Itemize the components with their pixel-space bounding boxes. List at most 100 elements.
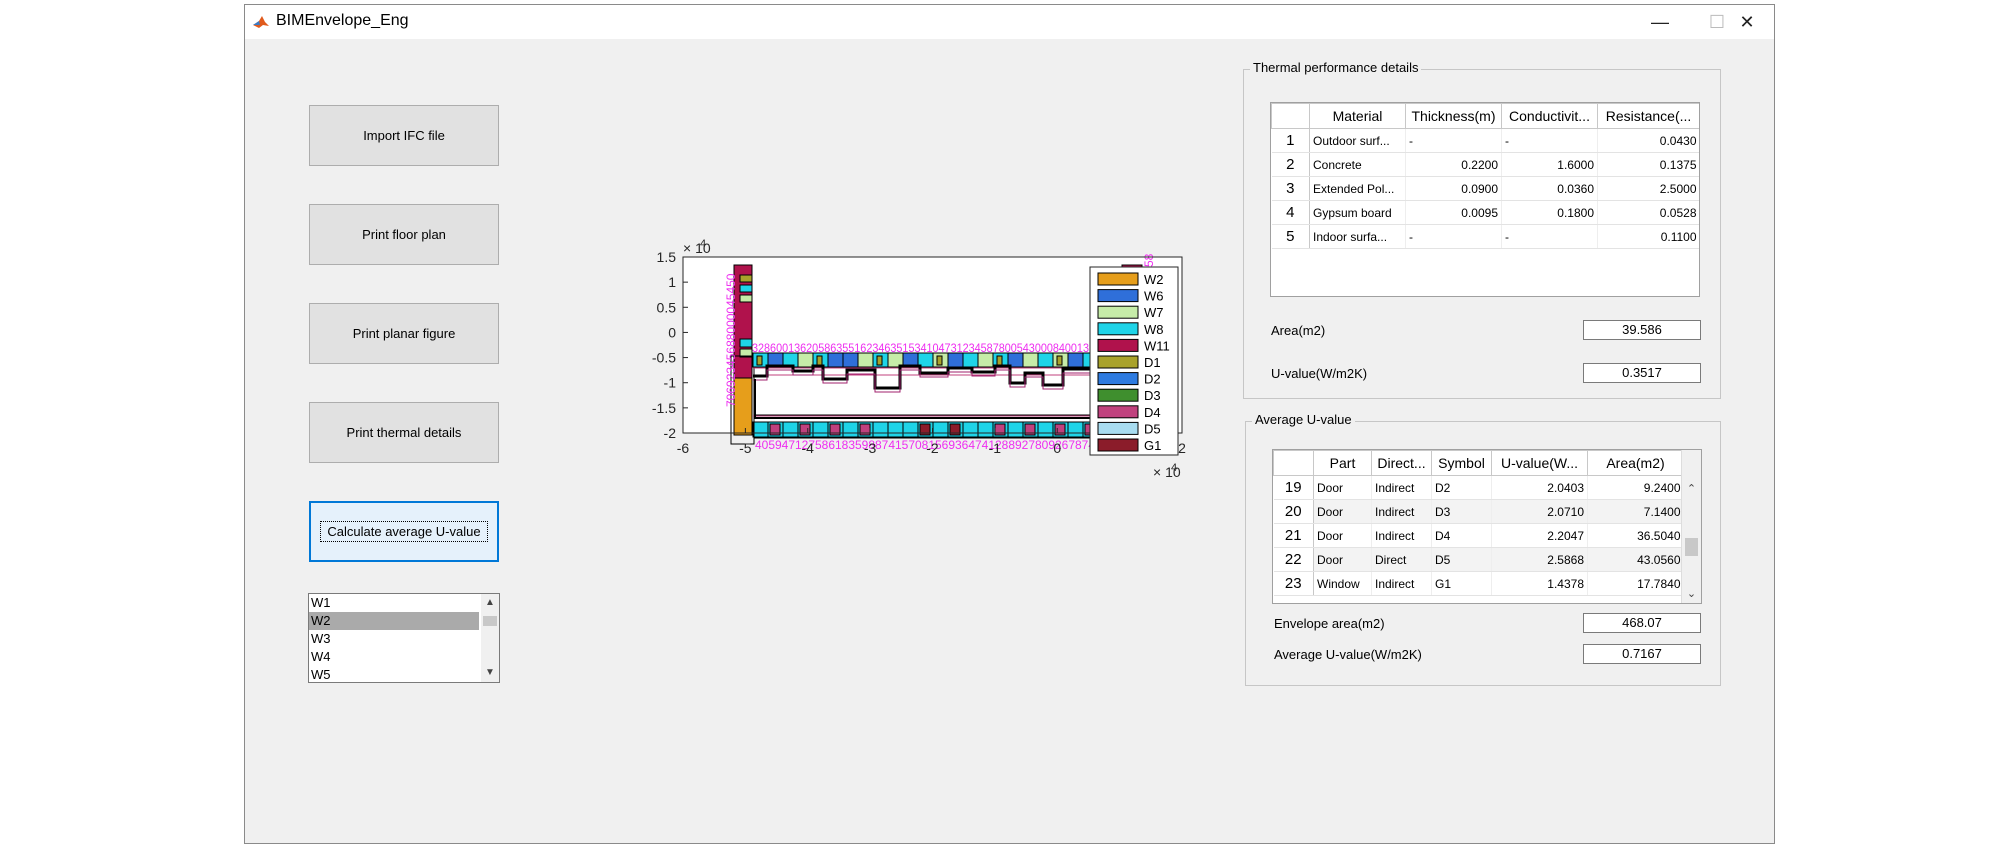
table-cell[interactable]: 2.2047 [1491,523,1588,548]
table-cell[interactable]: D4 [1431,523,1492,548]
column-header[interactable]: Conductivit... [1501,103,1598,129]
table-cell[interactable]: Outdoor surf... [1309,128,1406,153]
table-cell[interactable]: Extended Pol... [1309,176,1406,201]
scroll-down-icon[interactable]: ⌄ [1686,588,1697,600]
close-button[interactable]: ✕ [1739,11,1755,32]
table-cell[interactable]: D5 [1431,547,1492,572]
table-cell[interactable]: Door [1313,523,1372,548]
thermal-table[interactable]: Material Thickness(m) Conductivit... Res… [1270,102,1700,297]
table-cell[interactable]: 0.1100 [1597,224,1699,249]
list-item[interactable]: W4 [311,649,331,664]
column-header[interactable]: Part [1313,450,1372,476]
wall-listbox[interactable]: W1 W2 W3 W4 W5 ▲ ▼ [308,593,500,683]
table-cell[interactable]: 2 [1271,152,1310,177]
envelope-area-field[interactable]: 468.07 [1583,613,1701,633]
print-floor-plan-button[interactable]: Print floor plan [309,204,499,265]
table-cell[interactable]: Window [1313,571,1372,596]
table-cell[interactable]: 5 [1271,224,1310,249]
table-cell[interactable]: 36.5040 [1587,523,1684,548]
list-item[interactable]: W3 [311,631,331,646]
table-cell[interactable]: 0.0900 [1405,176,1502,201]
table-cell[interactable]: Indirect [1371,499,1432,524]
table-cell[interactable]: 2.5868 [1491,547,1588,572]
table-cell[interactable]: 21 [1273,523,1314,548]
minimize-button[interactable]: — [1651,11,1669,32]
list-item-selected[interactable]: W2 [309,612,479,630]
table-cell[interactable]: 17.7840 [1587,571,1684,596]
table-cell[interactable]: Gypsum board [1309,200,1406,225]
table-cell[interactable]: 0.1800 [1501,200,1598,225]
table-cell[interactable]: D2 [1431,475,1492,500]
table-cell[interactable]: 9.2400 [1587,475,1684,500]
calculate-average-u-value-button[interactable]: Calculate average U-value [309,501,499,562]
column-header[interactable]: U-value(W... [1491,450,1588,476]
scroll-down-icon[interactable]: ▼ [485,667,495,678]
table-cell[interactable]: 2.5000 [1597,176,1699,201]
column-header[interactable]: Direct... [1371,450,1432,476]
table-cell[interactable]: 2.0710 [1491,499,1588,524]
table-cell[interactable]: 43.0560 [1587,547,1684,572]
u-value-field[interactable]: 0.3517 [1583,363,1701,383]
table-cell[interactable]: G1 [1431,571,1492,596]
table-cell[interactable]: 3 [1271,176,1310,201]
table-cell[interactable]: 0.0430 [1597,128,1699,153]
table-cell[interactable]: 1 [1271,128,1310,153]
print-thermal-details-button[interactable]: Print thermal details [309,402,499,463]
table-cell[interactable]: 0.0528 [1597,200,1699,225]
table-cell[interactable]: 0.2200 [1405,152,1502,177]
table-cell[interactable]: Indirect [1371,475,1432,500]
scroll-up-icon[interactable]: ▲ [485,597,495,608]
table-cell[interactable]: Indirect [1371,523,1432,548]
print-planar-figure-button[interactable]: Print planar figure [309,303,499,364]
table-cell[interactable]: 0.0095 [1405,200,1502,225]
column-header[interactable]: Material [1309,103,1406,129]
average-u-value-field[interactable]: 0.7167 [1583,644,1701,664]
table-cell[interactable]: Concrete [1309,152,1406,177]
column-header[interactable]: Area(m2) [1587,450,1684,476]
table-cell[interactable]: Door [1313,499,1372,524]
table-cell[interactable]: 22 [1273,547,1314,572]
table-cell[interactable]: 23 [1273,571,1314,596]
table-cell[interactable]: Door [1313,475,1372,500]
table-cell[interactable]: 1.6000 [1501,152,1598,177]
list-item[interactable]: W5 [311,667,331,682]
table-cell[interactable]: 2.0403 [1491,475,1588,500]
table-cell[interactable]: - [1405,128,1502,153]
listbox-scrollbar[interactable]: ▲ ▼ [481,594,499,682]
table-cell[interactable]: 4 [1271,200,1310,225]
table-cell[interactable]: 20 [1273,499,1314,524]
table-cell[interactable]: Indirect [1371,571,1432,596]
scroll-thumb[interactable] [1685,538,1698,556]
table-cell[interactable]: Indoor surfa... [1309,224,1406,249]
import-ifc-button[interactable]: Import IFC file [309,105,499,166]
area-field[interactable]: 39.586 [1583,320,1701,340]
column-header[interactable]: Symbol [1431,450,1492,476]
scroll-up-icon[interactable]: ⌃ [1686,483,1697,495]
table-cell[interactable]: Direct [1371,547,1432,572]
table-cell[interactable]: 0.1375 [1597,152,1699,177]
table-cell[interactable]: 1.4378 [1491,571,1588,596]
average-table[interactable]: Part Direct... Symbol U-value(W... Area(… [1272,449,1702,604]
column-header[interactable]: Thickness(m) [1405,103,1502,129]
table-cell[interactable]: - [1501,224,1598,249]
table-cell[interactable]: 7.1400 [1587,499,1684,524]
column-header[interactable]: Resistance(... [1597,103,1699,129]
average-table-scrollbar[interactable]: ⌃ ⌄ [1681,450,1701,603]
list-item[interactable]: W1 [311,595,331,610]
maximize-button[interactable]: ☐ [1708,11,1726,32]
table-cell[interactable]: 0.0360 [1501,176,1598,201]
scroll-thumb[interactable] [483,616,497,626]
table-cell[interactable]: - [1501,128,1598,153]
table-cell[interactable]: D3 [1431,499,1492,524]
table-cell[interactable]: Door [1313,547,1372,572]
table-cell[interactable]: - [1405,224,1502,249]
